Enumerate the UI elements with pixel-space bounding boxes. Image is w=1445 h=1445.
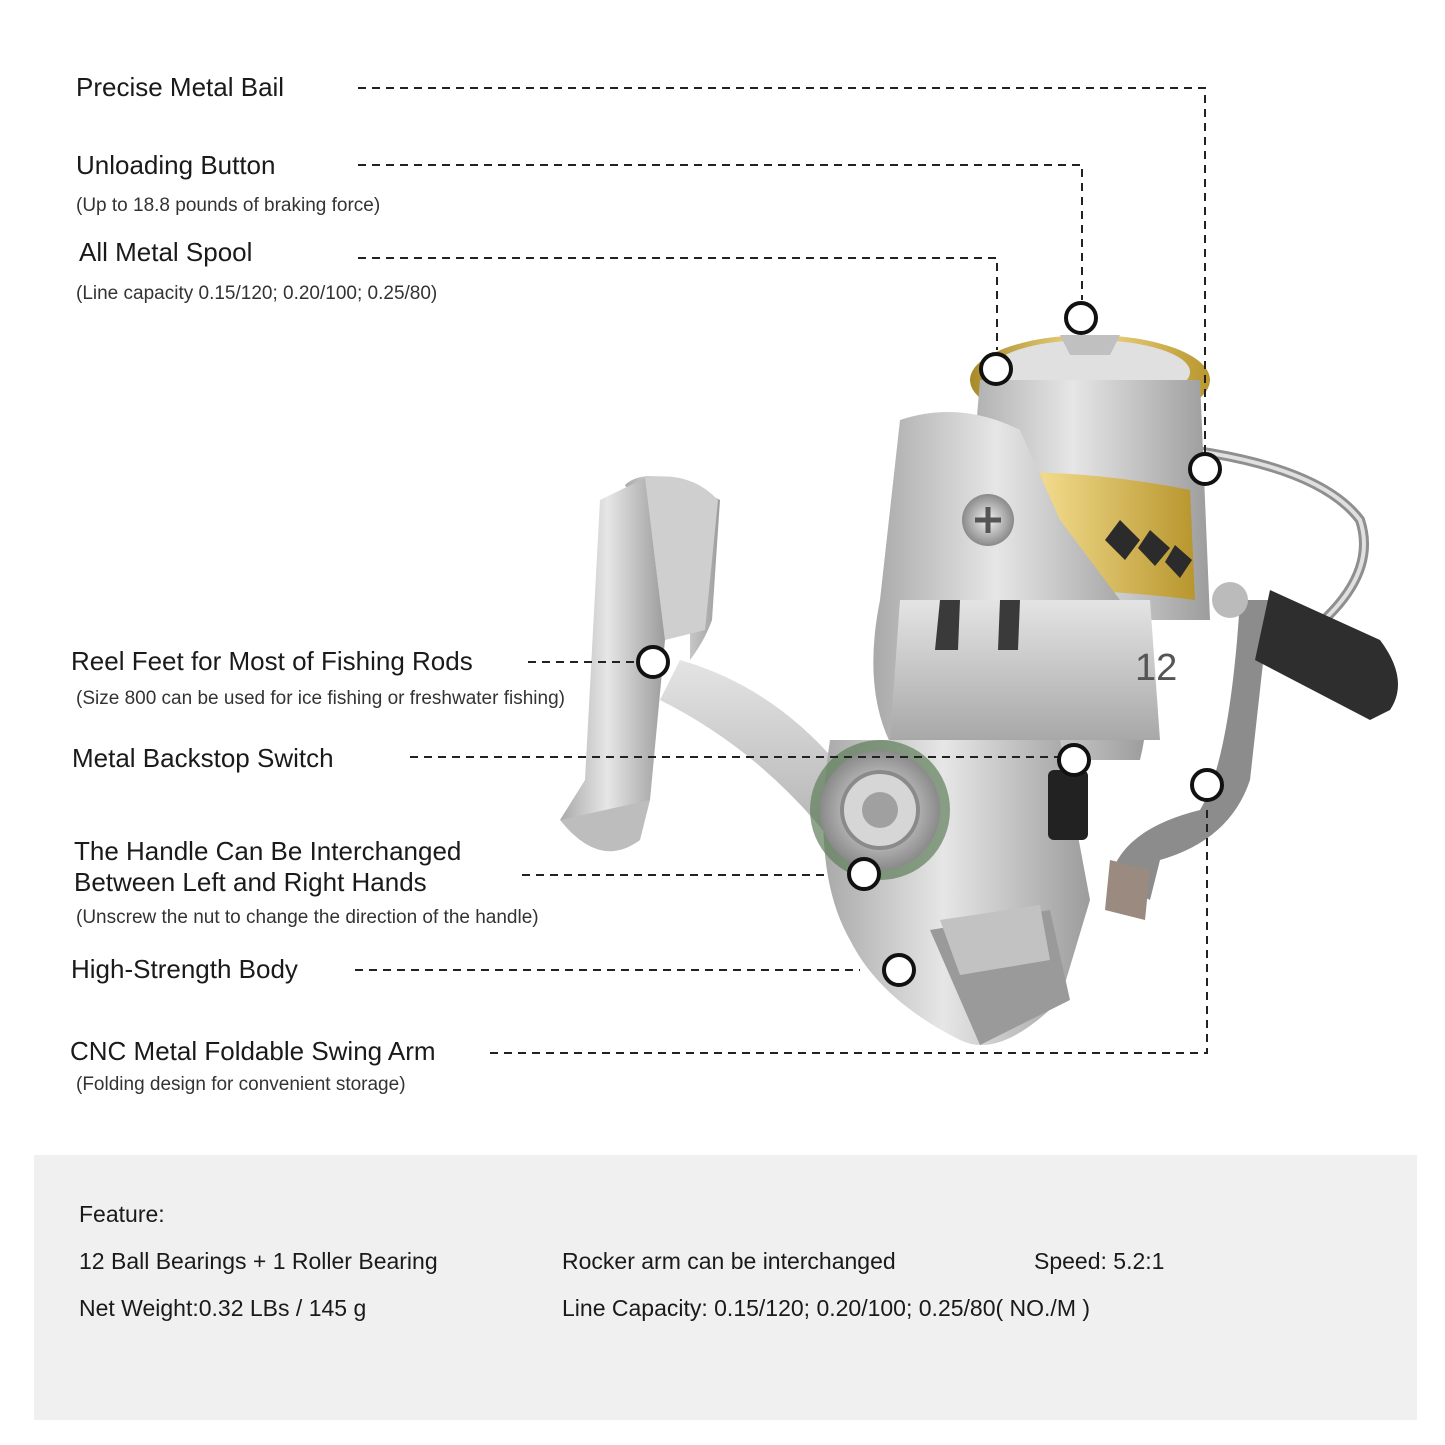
- feature-panel: Feature: 12 Ball Bearings + 1 Roller Bea…: [34, 1155, 1417, 1420]
- label-high-strength-body: High-Strength Body: [71, 954, 298, 984]
- callout-dot-handle: [847, 857, 881, 891]
- note-all-metal-spool: (Line capacity 0.15/120; 0.20/100; 0.25/…: [76, 283, 438, 304]
- label-all-metal-spool: All Metal Spool: [79, 237, 253, 267]
- feature-line-capacity: Line Capacity: 0.15/120; 0.20/100; 0.25/…: [562, 1295, 1091, 1321]
- label-swing-arm: CNC Metal Foldable Swing Arm: [70, 1036, 436, 1066]
- callout-dot-unloading: [1064, 301, 1098, 335]
- note-handle: (Unscrew the nut to change the direction…: [76, 907, 539, 928]
- label-reel-feet: Reel Feet for Most of Fishing Rods: [71, 646, 473, 676]
- callout-dot-bail: [1188, 452, 1222, 486]
- label-handle-line2: Between Left and Right Hands: [74, 867, 427, 897]
- label-precise-metal-bail: Precise Metal Bail: [76, 72, 285, 102]
- feature-speed: Speed: 5.2:1: [1034, 1248, 1165, 1274]
- feature-title: Feature:: [79, 1201, 165, 1227]
- spool-marking: 12: [1135, 647, 1177, 689]
- label-handle-line1: The Handle Can Be Interchanged: [74, 836, 462, 866]
- label-unloading-button: Unloading Button: [76, 150, 276, 180]
- label-metal-backstop-switch: Metal Backstop Switch: [72, 743, 334, 773]
- note-unloading-button: (Up to 18.8 pounds of braking force): [76, 195, 381, 216]
- feature-rocker: Rocker arm can be interchanged: [562, 1248, 896, 1274]
- note-reel-feet: (Size 800 can be used for ice fishing or…: [76, 688, 565, 709]
- handle-grip: [1255, 590, 1398, 720]
- note-swing-arm: (Folding design for convenient storage): [76, 1074, 406, 1095]
- callout-dot-reel-feet: [636, 645, 670, 679]
- callout-dot-body: [882, 953, 916, 987]
- callout-dot-swing-arm: [1190, 768, 1224, 802]
- feature-bearings: 12 Ball Bearings + 1 Roller Bearing: [79, 1248, 438, 1274]
- callout-dot-backstop: [1057, 743, 1091, 777]
- feature-weight: Net Weight:0.32 LBs / 145 g: [79, 1295, 367, 1321]
- callout-dot-spool: [979, 352, 1013, 386]
